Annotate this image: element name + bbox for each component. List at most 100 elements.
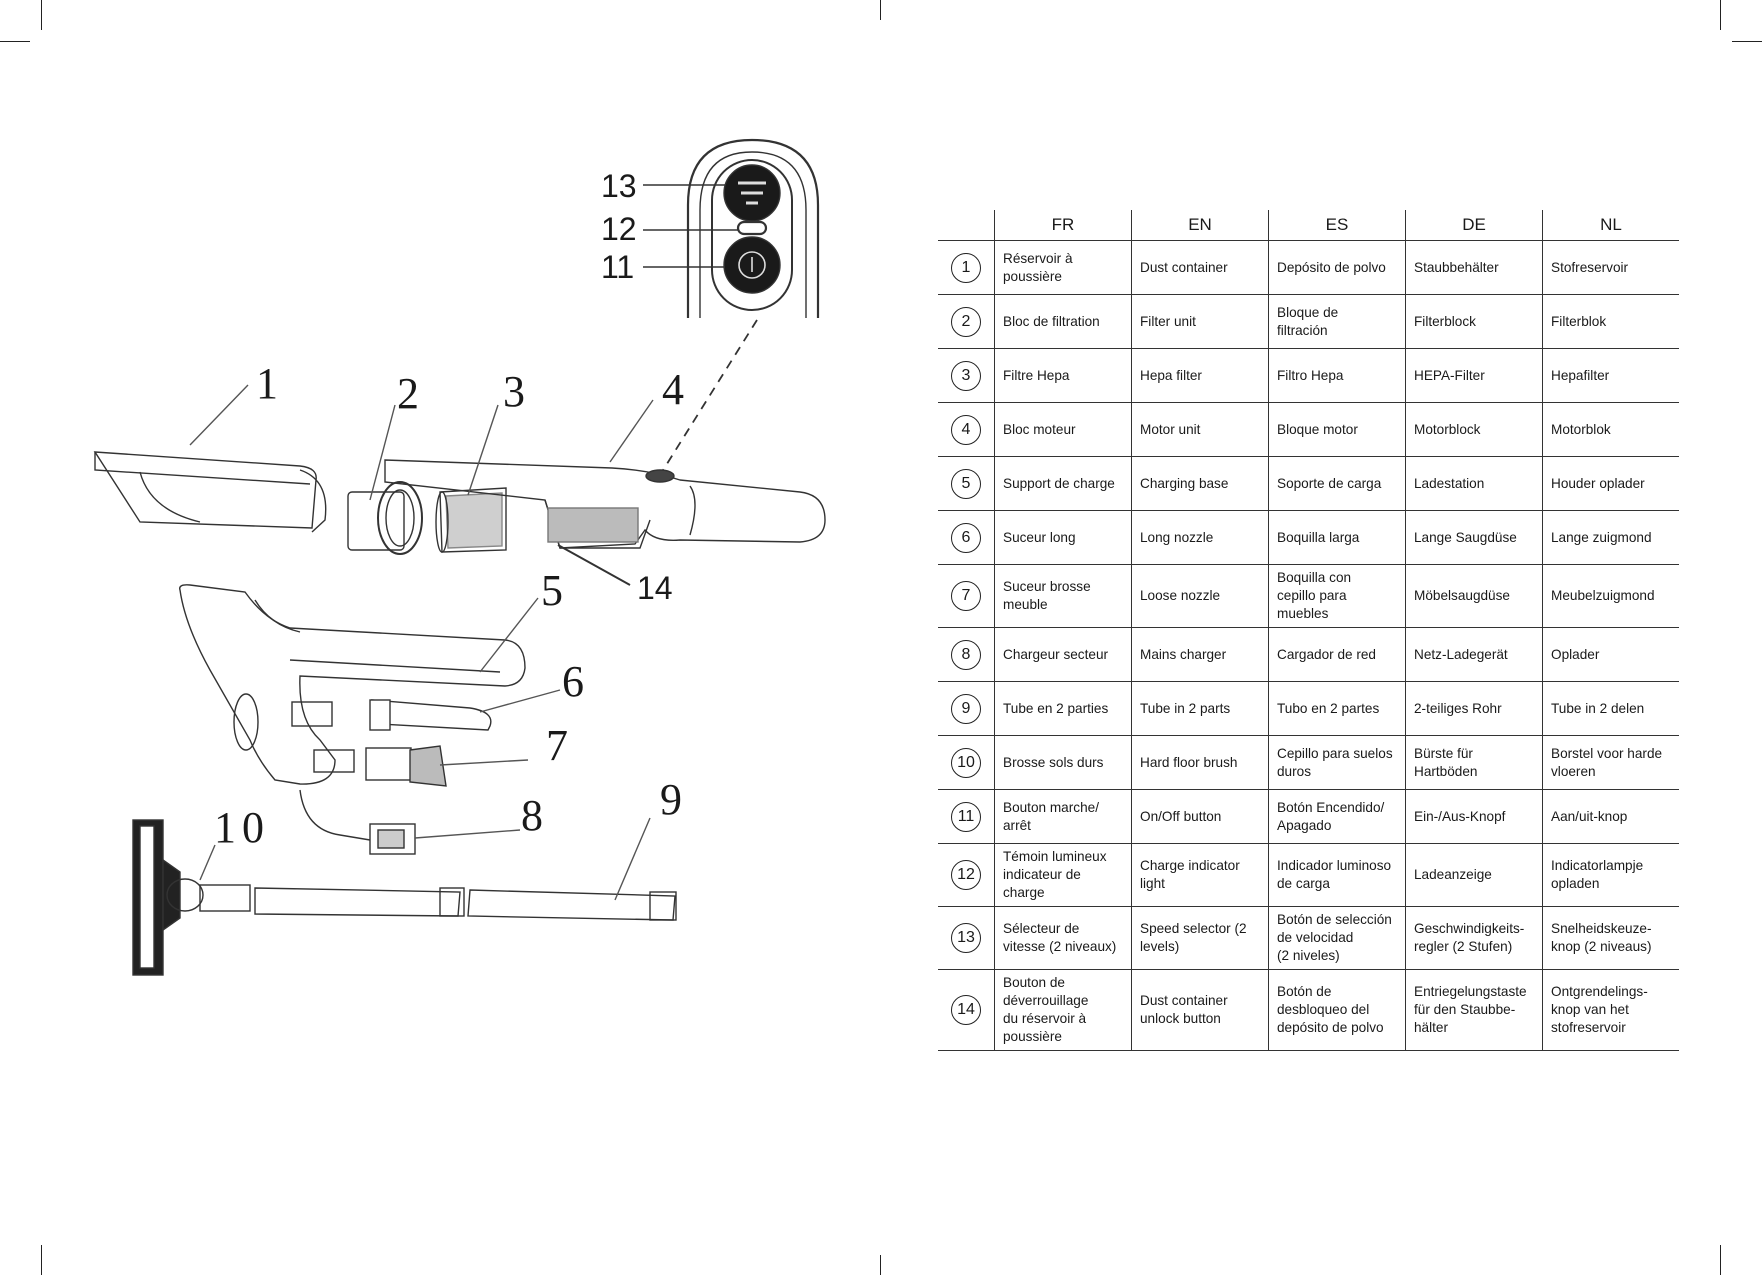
row-number-circle: 5 bbox=[951, 468, 981, 499]
floor-brush-drawing bbox=[132, 819, 251, 976]
table-cell-es: Boquilla larga bbox=[1268, 510, 1406, 565]
callout-3: 3 bbox=[503, 367, 525, 416]
table-cell-de: Lange Saugdüse bbox=[1405, 510, 1543, 565]
table-cell-de: Ein-/Aus-Knopf bbox=[1405, 789, 1543, 844]
table-cell-fr: Bouton de déverrouillage du réservoir à … bbox=[994, 969, 1132, 1051]
table-cell-de: 2-teiliges Rohr bbox=[1405, 681, 1543, 736]
table-cell-en: Dust container unlock button bbox=[1131, 969, 1269, 1051]
table-cell-nl: Filterblok bbox=[1542, 294, 1679, 349]
table-cell-nl: Hepafilter bbox=[1542, 348, 1679, 403]
table-cell-en: Long nozzle bbox=[1131, 510, 1269, 565]
mains-charger-drawing bbox=[299, 789, 416, 855]
table-cell-es: Botón Encendido/ Apagado bbox=[1268, 789, 1406, 844]
table-cell-en: Loose nozzle bbox=[1131, 564, 1269, 628]
row-number-cell: 4 bbox=[938, 402, 995, 457]
callout-11: 11 bbox=[601, 249, 634, 285]
crop-mark bbox=[0, 41, 30, 42]
table-cell-de: Filterblock bbox=[1405, 294, 1543, 349]
table-cell-nl: Houder oplader bbox=[1542, 456, 1679, 511]
row-number-cell: 12 bbox=[938, 843, 995, 907]
row-number-circle: 3 bbox=[951, 360, 981, 391]
callout-2: 2 bbox=[397, 369, 419, 418]
row-number-circle: 4 bbox=[951, 414, 981, 445]
row-number-cell: 2 bbox=[938, 294, 995, 349]
row-number-cell: 7 bbox=[938, 564, 995, 628]
crop-mark bbox=[41, 1245, 42, 1275]
table-cell-en: Speed selector (2 levels) bbox=[1131, 906, 1269, 970]
table-cell-fr: Réservoir à poussière bbox=[994, 240, 1132, 295]
table-cell-fr: Sélecteur de vitesse (2 niveaux) bbox=[994, 906, 1132, 970]
table-header-es: ES bbox=[1268, 210, 1406, 241]
tube-drawing bbox=[254, 887, 677, 921]
table-cell-es: Boquilla con cepillo para muebles bbox=[1268, 564, 1406, 628]
table-cell-es: Botón de desbloqueo del depósito de polv… bbox=[1268, 969, 1406, 1051]
table-cell-fr: Tube en 2 parties bbox=[994, 681, 1132, 736]
crop-mark bbox=[41, 0, 42, 30]
table-header-fr: FR bbox=[994, 210, 1132, 241]
table-cell-fr: Bloc moteur bbox=[994, 402, 1132, 457]
callout-5: 5 bbox=[541, 566, 563, 615]
row-number-circle: 12 bbox=[951, 860, 981, 890]
table-cell-nl: Snelheidskeuze- knop (2 niveaus) bbox=[1542, 906, 1679, 970]
callout-13: 13 bbox=[601, 168, 637, 204]
crop-mark bbox=[880, 0, 881, 20]
hepa-filter-drawing bbox=[435, 487, 507, 553]
table-cell-de: Staubbehälter bbox=[1405, 240, 1543, 295]
loose-nozzle-drawing bbox=[365, 745, 447, 787]
table-header-row: FR EN ES DE NL bbox=[938, 210, 1679, 241]
table-cell-en: Filter unit bbox=[1131, 294, 1269, 349]
row-number-circle: 7 bbox=[951, 581, 981, 611]
table-cell-nl: Motorblok bbox=[1542, 402, 1679, 457]
table-cell-fr: Bloc de filtration bbox=[994, 294, 1132, 349]
table-cell-es: Cepillo para suelos duros bbox=[1268, 735, 1406, 790]
row-number-circle: 11 bbox=[951, 801, 981, 832]
charging-base-drawing bbox=[179, 584, 526, 785]
table-cell-en: Tube in 2 parts bbox=[1131, 681, 1269, 736]
callout-6: 6 bbox=[562, 657, 584, 706]
table-cell-nl: Oplader bbox=[1542, 627, 1679, 682]
row-number-cell: 9 bbox=[938, 681, 995, 736]
callout-8: 8 bbox=[521, 791, 543, 840]
table-cell-en: On/Off button bbox=[1131, 789, 1269, 844]
table-cell-de: Netz-Ladegerät bbox=[1405, 627, 1543, 682]
table-cell-de: Entriegelungstaste für den Staubbe- hält… bbox=[1405, 969, 1543, 1051]
table-cell-es: Indicador luminoso de carga bbox=[1268, 843, 1406, 907]
row-number-circle: 6 bbox=[951, 522, 981, 553]
row-number-cell: 6 bbox=[938, 510, 995, 565]
table-cell-es: Soporte de carga bbox=[1268, 456, 1406, 511]
row-number-circle: 2 bbox=[951, 306, 981, 337]
table-cell-de: Möbelsaugdüse bbox=[1405, 564, 1543, 628]
table-cell-en: Hard floor brush bbox=[1131, 735, 1269, 790]
table-cell-de: HEPA-Filter bbox=[1405, 348, 1543, 403]
table-cell-en: Hepa filter bbox=[1131, 348, 1269, 403]
control-panel-drawing bbox=[686, 138, 820, 318]
row-number-cell: 13 bbox=[938, 906, 995, 970]
crop-mark bbox=[1732, 41, 1762, 42]
table-cell-es: Depósito de polvo bbox=[1268, 240, 1406, 295]
row-number-circle: 9 bbox=[951, 693, 981, 724]
table-cell-nl: Lange zuigmond bbox=[1542, 510, 1679, 565]
row-number-cell: 1 bbox=[938, 240, 995, 295]
row-number-circle: 8 bbox=[951, 639, 981, 670]
table-cell-es: Tubo en 2 partes bbox=[1268, 681, 1406, 736]
motor-unit-drawing bbox=[384, 459, 826, 549]
table-cell-es: Bloque de filtración bbox=[1268, 294, 1406, 349]
table-cell-nl: Tube in 2 delen bbox=[1542, 681, 1679, 736]
table-cell-fr: Suceur brosse meuble bbox=[994, 564, 1132, 628]
table-header-nl: NL bbox=[1542, 210, 1679, 241]
long-nozzle-drawing bbox=[369, 699, 492, 731]
row-number-cell: 10 bbox=[938, 735, 995, 790]
table-cell-nl: Stofreservoir bbox=[1542, 240, 1679, 295]
